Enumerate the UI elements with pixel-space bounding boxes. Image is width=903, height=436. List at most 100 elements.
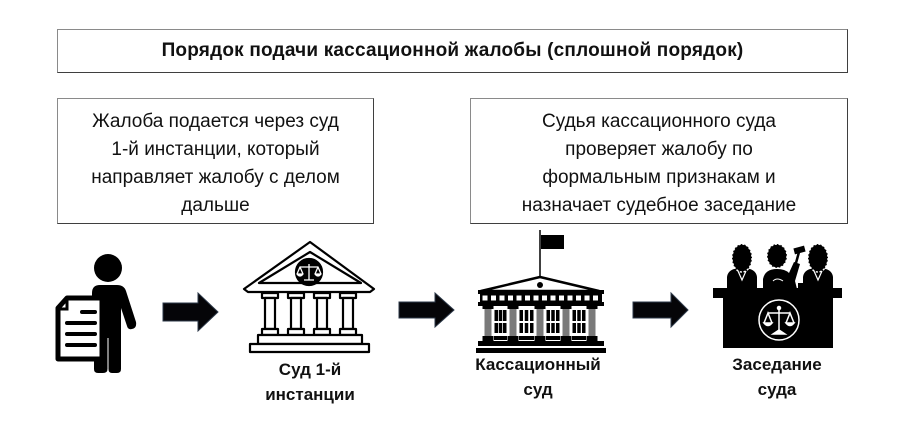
note-line: дальше [181,195,250,216]
note-line: назначает судебное заседание [521,195,797,216]
label-line: суд [523,380,553,399]
window-pane [572,323,576,333]
frieze-dentil [508,295,513,301]
column-shaft [484,309,492,337]
court-columns [260,291,358,337]
window-pane [498,323,503,333]
document-sheet [55,295,105,362]
window-pane [503,323,507,333]
column-base [507,336,519,341]
judge-robe [763,262,800,289]
window-sill [572,336,586,340]
window-pane [503,310,507,321]
gavel-handle [794,251,801,264]
document-lines [65,310,97,347]
column-base [482,336,494,341]
court-building-icon [242,240,376,354]
cassation-court-building-icon [476,230,606,353]
label-line: суда [757,380,797,399]
cassation-columns [482,306,598,341]
window-pane [524,323,529,333]
frieze-dentil [593,295,598,301]
window-pane [519,323,523,333]
window-sill [546,336,560,340]
judge-collar [737,270,747,282]
judge-presiding [763,243,807,289]
note-text: Жалоба подается через суд 1-й инстанции,… [58,99,373,220]
judge-right [803,243,833,289]
window-pane [572,310,576,321]
judge-wig [731,243,753,273]
column-shaft [341,296,355,331]
window-pane [582,310,586,321]
cassation-windows [494,310,586,340]
window-pane [546,310,550,321]
frieze [480,294,602,302]
bench-top [713,288,842,298]
frieze-dentil [542,295,547,301]
building-base-lower [476,348,606,353]
label-court-first-instance: Суд 1-й инстанции [230,357,390,407]
judge-hand [772,278,784,282]
person-with-document-icon [55,254,137,373]
window-pane [577,310,581,321]
window-pane [530,323,534,333]
flag [541,235,564,249]
building-base-upper [478,341,604,346]
judge-collar [813,270,823,282]
note-box-first-instance: Жалоба подается через суд 1-й инстанции,… [57,98,374,224]
window-pane [551,310,555,321]
frieze-dentil [525,295,530,301]
scales-icon [296,264,322,281]
note-box-cassation-judge: Судья кассационного суда проверяет жалоб… [470,98,848,224]
frieze-dentil [576,295,581,301]
frieze-dentil [533,295,539,301]
frieze-dentil [550,295,556,301]
window-pane [530,310,534,321]
sound-block [798,283,807,288]
frieze-dentil [482,295,488,301]
note-line: формальным признакам и [542,167,776,188]
window-pane [494,323,498,333]
window-pane [577,323,581,333]
note-line: 1-й инстанции, который [111,139,320,160]
person-head [94,254,122,282]
window-pane [524,310,529,321]
court-step-lower [248,342,371,354]
label-line: Кассационный [475,355,601,374]
column-shaft [315,296,329,331]
window-sill [519,336,534,340]
column-capital [482,306,494,309]
cornice [478,290,604,294]
column-capital [507,306,519,309]
window-pane [519,310,523,321]
arrow-right-icon [398,291,455,329]
title-box: Порядок подачи кассационной жалобы (спло… [57,29,848,73]
window-pane [551,323,555,333]
column-shaft [562,309,570,337]
scales-icon [762,305,796,335]
frieze-dentil [491,295,496,301]
frieze-dentil [559,295,564,301]
court-session-icon [713,243,842,348]
window-pane [494,310,498,321]
note-line: направляет жалобу с делом [91,167,340,188]
document-fold [58,298,69,311]
pediment-emblem [537,282,543,288]
column-base [560,336,572,341]
column-shaft [536,309,544,337]
column-shaft [289,296,303,331]
column-base [586,336,598,341]
note-line: Судья кассационного суда [541,111,776,132]
window-pane [546,323,550,333]
label-cassation-court: Кассационный суд [458,352,618,402]
column-shaft [263,296,277,331]
judge-wig [807,243,829,273]
frieze-dentil [584,295,590,301]
arrow-right-icon [632,291,689,329]
window-pane [582,323,586,333]
court-step-upper [256,333,364,346]
frieze-dentils [482,295,598,301]
column-capital [560,306,572,309]
